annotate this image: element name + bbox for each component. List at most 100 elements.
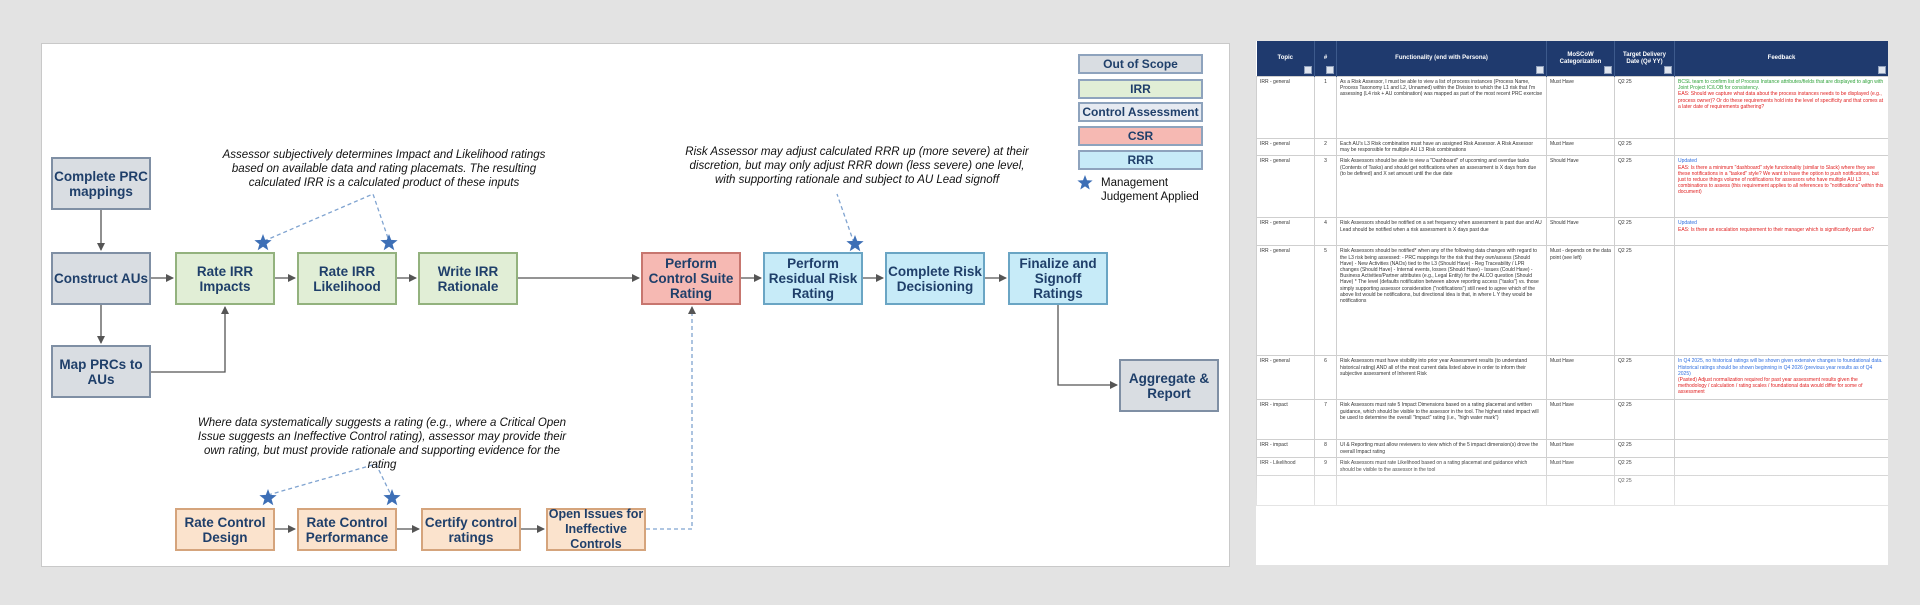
moscow-cell[interactable]: [1546, 475, 1615, 507]
moscow-cell[interactable]: Must Have: [1546, 399, 1615, 441]
header-number[interactable]: #: [1314, 41, 1337, 77]
feedback-note: BCSL team to confirm list of Process Ins…: [1678, 79, 1884, 92]
feedback-cell[interactable]: [1674, 439, 1888, 459]
moscow-cell[interactable]: Must Have: [1546, 137, 1615, 157]
arrow-finalize-to-aggregate: [1057, 305, 1118, 389]
functionality-cell[interactable]: As a Risk Assessor, I must be able to vi…: [1336, 76, 1547, 139]
topic-cell[interactable]: IRR - general: [1256, 76, 1315, 139]
target-date-cell[interactable]: Q2 25: [1614, 439, 1675, 459]
moscow-cell[interactable]: Must Have: [1546, 355, 1615, 401]
functionality-cell[interactable]: Risk Assessors should be able to view a …: [1336, 155, 1547, 219]
number-cell[interactable]: 3: [1314, 155, 1337, 219]
functionality-cell[interactable]: Risk Assessors should be notified* when …: [1336, 245, 1547, 357]
number-cell[interactable]: 1: [1314, 76, 1337, 139]
certify-control-ratings-node: Certify control ratings: [421, 508, 521, 551]
filter-dropdown-icon[interactable]: [1304, 66, 1312, 74]
feedback-note: In Q4 2025, no historical ratings will b…: [1678, 358, 1883, 377]
feedback-cell[interactable]: In Q4 2025, no historical ratings will b…: [1674, 355, 1888, 401]
topic-cell[interactable]: IRR - general: [1256, 245, 1315, 357]
moscow-cell[interactable]: Must - depends on the data point (see le…: [1546, 245, 1615, 357]
management-judgement-star-icon: [380, 234, 398, 251]
number-cell[interactable]: 4: [1314, 217, 1337, 247]
target-date-cell[interactable]: Q2 25: [1614, 137, 1675, 157]
filter-dropdown-icon[interactable]: [1604, 66, 1612, 74]
filter-dropdown-icon[interactable]: [1878, 66, 1886, 74]
topic-cell[interactable]: IRR - impact: [1256, 399, 1315, 441]
feedback-note: Updated: [1678, 158, 1697, 165]
topic-cell[interactable]: [1256, 475, 1315, 507]
target-date-cell[interactable]: Q2 25: [1614, 399, 1675, 441]
target-date-cell[interactable]: Q2 25: [1614, 355, 1675, 401]
functionality-cell[interactable]: Risk Assessors must rate Likelihood base…: [1336, 457, 1547, 477]
feedback-cell[interactable]: BCSL team to confirm list of Process Ins…: [1674, 76, 1888, 139]
header-functionality[interactable]: Functionality (end with Persona): [1336, 41, 1547, 77]
moscow-cell[interactable]: Must Have: [1546, 76, 1615, 139]
topic-cell[interactable]: IRR - impact: [1256, 439, 1315, 459]
moscow-cell[interactable]: Must Have: [1546, 457, 1615, 477]
moscow-cell[interactable]: Should Have: [1546, 217, 1615, 247]
rrr-judgement-note: Risk Assessor may adjust calculated RRR …: [685, 146, 1029, 186]
feedback-cell[interactable]: [1674, 399, 1888, 441]
target-date-cell[interactable]: Q2 25: [1614, 245, 1675, 357]
number-cell[interactable]: 7: [1314, 399, 1337, 441]
number-cell[interactable]: 2: [1314, 137, 1337, 157]
filter-dropdown-icon[interactable]: [1536, 66, 1544, 74]
target-date-cell[interactable]: Q2 25: [1614, 475, 1675, 507]
legend-out-of-scope: Out of Scope: [1078, 54, 1203, 74]
header-target-date[interactable]: Target Delivery Date (Q# YY): [1614, 41, 1675, 77]
functionality-cell[interactable]: Risk Assessors should be notified on a s…: [1336, 217, 1547, 247]
feedback-note: (Pasted) Adjust normalization required f…: [1678, 377, 1863, 396]
feedback-cell[interactable]: [1674, 475, 1888, 507]
rate-irr-impacts-node: Rate IRR Impacts: [175, 252, 275, 305]
target-date-cell[interactable]: Q2 25: [1614, 155, 1675, 219]
flow-connectors: [97, 175, 1118, 533]
management-judgement-star-icon: [846, 235, 864, 252]
topic-cell[interactable]: IRR - Likelihood: [1256, 457, 1315, 477]
functionality-cell[interactable]: Risk Assessors must rate 5 Impact Dimens…: [1336, 399, 1547, 441]
topic-cell[interactable]: IRR - general: [1256, 155, 1315, 219]
functionality-cell[interactable]: Each AU's L3 Risk combination must have …: [1336, 137, 1547, 157]
number-cell[interactable]: 9: [1314, 457, 1337, 477]
target-date-cell[interactable]: Q2 25: [1614, 217, 1675, 247]
target-date-cell[interactable]: Q2 25: [1614, 76, 1675, 139]
functionality-cell[interactable]: [1336, 475, 1547, 507]
filter-dropdown-icon[interactable]: [1664, 66, 1672, 74]
header-feedback[interactable]: Feedback: [1674, 41, 1888, 77]
table-row[interactable]: Q2 25: [1256, 475, 1888, 507]
dashed-rrr-note-link: [836, 193, 855, 244]
feedback-cell[interactable]: [1674, 457, 1888, 477]
feedback-cell[interactable]: [1674, 245, 1888, 357]
map-prcs-to-aus-node: Map PRCs to AUs: [51, 345, 151, 398]
topic-cell[interactable]: IRR - general: [1256, 137, 1315, 157]
complete-prc-mappings-node: Complete PRC mappings: [51, 157, 151, 210]
header-moscow[interactable]: MoSCoW Categorization: [1546, 41, 1615, 77]
moscow-cell[interactable]: Should Have: [1546, 155, 1615, 219]
filter-dropdown-icon[interactable]: [1326, 66, 1334, 74]
topic-cell[interactable]: IRR - general: [1256, 217, 1315, 247]
rate-control-performance-node: Rate Control Performance: [297, 508, 397, 551]
feedback-cell[interactable]: [1674, 137, 1888, 157]
functionality-cell[interactable]: UI & Reporting must allow reviewers to v…: [1336, 439, 1547, 459]
number-cell[interactable]: 8: [1314, 439, 1337, 459]
number-cell[interactable]: 5: [1314, 245, 1337, 357]
topic-cell[interactable]: IRR - general: [1256, 355, 1315, 401]
moscow-cell[interactable]: Must Have: [1546, 439, 1615, 459]
number-cell[interactable]: 6: [1314, 355, 1337, 401]
header-moscow-label: MoSCoW Categorization: [1559, 51, 1602, 65]
target-date-cell[interactable]: Q2 25: [1614, 457, 1675, 477]
complete-risk-decisioning-node: Complete Risk Decisioning: [885, 252, 985, 305]
number-cell[interactable]: [1314, 475, 1337, 507]
header-topic[interactable]: Topic: [1256, 41, 1315, 77]
functionality-cell[interactable]: Risk Assessors must have visibility into…: [1336, 355, 1547, 401]
